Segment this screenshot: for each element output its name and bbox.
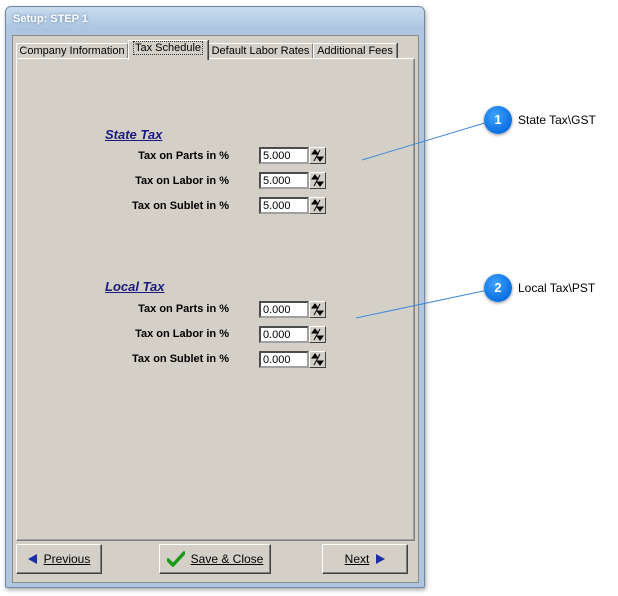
- state-sublet-label: Tax on Sublet in %: [132, 200, 229, 212]
- tab-default-labor-rates[interactable]: Default Labor Rates: [208, 43, 313, 59]
- local-sublet-spinner[interactable]: [309, 351, 326, 368]
- local-parts-spinner[interactable]: [309, 301, 326, 318]
- state-tax-heading: State Tax: [105, 127, 163, 142]
- checkmark-icon: [166, 551, 185, 567]
- title-bar[interactable]: Setup: STEP 1: [6, 7, 424, 31]
- previous-label: Previous: [43, 552, 91, 566]
- state-labor-input[interactable]: [259, 172, 309, 189]
- tab-label: Additional Fees: [317, 45, 393, 57]
- local-tax-heading: Local Tax: [105, 279, 165, 294]
- tab-label: Company Information: [19, 45, 125, 57]
- tab-tax-schedule[interactable]: Tax Schedule: [128, 40, 208, 60]
- local-sublet-input[interactable]: [259, 351, 309, 368]
- local-labor-spinner[interactable]: [309, 326, 326, 343]
- window-title: Setup: STEP 1: [13, 13, 88, 25]
- arrow-right-icon: [376, 554, 386, 564]
- spin-arrows-icon: [311, 174, 324, 187]
- save-close-label: Save & Close: [190, 552, 264, 566]
- local-labor-label: Tax on Labor in %: [135, 328, 229, 340]
- next-button[interactable]: Next: [322, 544, 408, 574]
- arrow-left-icon: [27, 554, 37, 564]
- spin-arrows-icon: [311, 149, 324, 162]
- local-sublet-label: Tax on Sublet in %: [132, 353, 229, 365]
- previous-button[interactable]: Previous: [16, 544, 102, 574]
- state-parts-input[interactable]: [259, 147, 309, 164]
- state-labor-spinner[interactable]: [309, 172, 326, 189]
- local-parts-label: Tax on Parts in %: [138, 303, 229, 315]
- callout-marker-2: 2: [484, 274, 512, 302]
- state-labor-label: Tax on Labor in %: [135, 175, 229, 187]
- state-parts-spinner[interactable]: [309, 147, 326, 164]
- callout-line-1: [361, 121, 489, 161]
- state-sublet-input[interactable]: [259, 197, 309, 214]
- callout-text-2: Local Tax\PST: [518, 281, 596, 295]
- state-parts-label: Tax on Parts in %: [138, 150, 229, 162]
- dialog-client-area: Company Information Tax Schedule Default…: [12, 35, 419, 583]
- spin-arrows-icon: [311, 328, 324, 341]
- callout-text-1: State Tax\GST: [518, 113, 596, 127]
- setup-window: Setup: STEP 1 Company Information Tax Sc…: [5, 6, 425, 588]
- tab-label: Default Labor Rates: [211, 45, 310, 57]
- save-close-button[interactable]: Save & Close: [159, 544, 271, 574]
- spin-arrows-icon: [311, 303, 324, 316]
- tab-additional-fees[interactable]: Additional Fees: [313, 43, 397, 59]
- callout-marker-1: 1: [484, 106, 512, 134]
- state-sublet-spinner[interactable]: [309, 197, 326, 214]
- local-parts-input[interactable]: [259, 301, 309, 318]
- local-labor-input[interactable]: [259, 326, 309, 343]
- spin-arrows-icon: [311, 353, 324, 366]
- callout-line-2: [355, 289, 489, 319]
- tab-company-information[interactable]: Company Information: [16, 43, 128, 59]
- spin-arrows-icon: [311, 199, 324, 212]
- tax-schedule-panel: State Tax Tax on Parts in % Tax on Labor…: [16, 58, 415, 541]
- tab-label: Tax Schedule: [132, 41, 204, 55]
- next-label: Next: [344, 552, 370, 566]
